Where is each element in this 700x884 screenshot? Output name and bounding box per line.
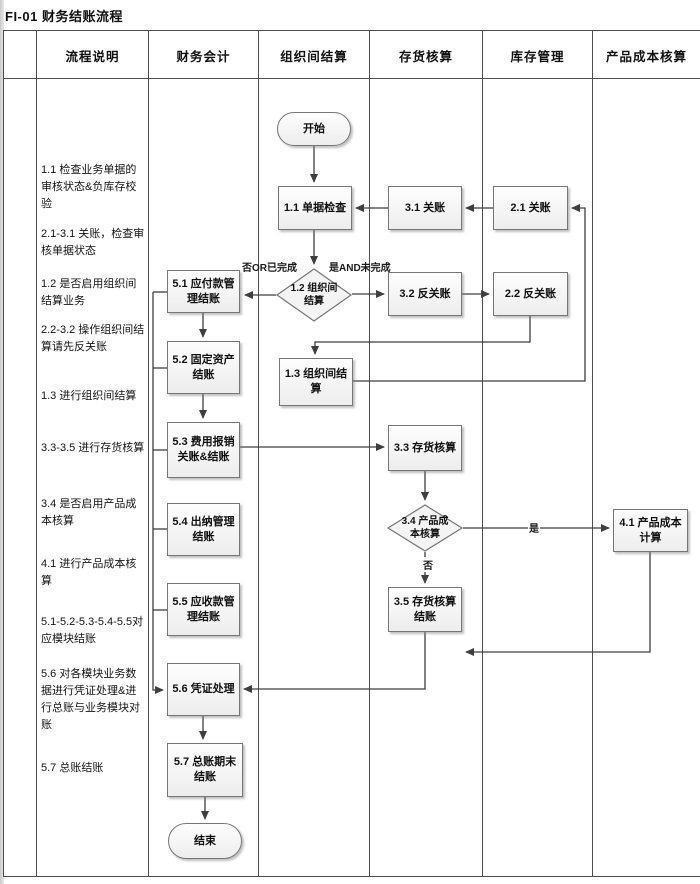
edge-label-no-or-done: 否OR已完成 [242,263,297,274]
process-description-item: 5.7 总账结账 [41,762,104,774]
edge-label-yes: 是 [528,520,540,535]
process-description-item: 3.3-3.5 进行存货核算 [41,442,145,454]
lane-border-6 [592,30,594,877]
table-bottom-border [3,876,700,878]
node-5-3-expense-close: 5.3 费用报销关账&结账 [167,422,240,478]
edge-label-yes-and-not-done: 是AND未完成 [329,263,391,274]
page-title: FI-01 财务结账流程 [5,9,123,24]
table-top-border [3,30,700,32]
node-3-2-reopen-books: 3.2 反关账 [388,272,462,316]
node-end: 结束 [168,823,242,859]
header-bottom-border [3,78,700,80]
node-5-6-voucher-processing: 5.6 凭证处理 [167,663,240,716]
process-description-item: 2.1-3.1 关账，检查审核单据状态 [41,228,145,257]
node-5-7-general-ledger-close: 5.7 总账期末结账 [167,743,243,797]
lane-header-inventory-accounting: 存货核算 [398,49,453,64]
process-description-item: 2.2-3.2 操作组织间结算请先反关账 [41,324,145,353]
decision-3-4-product-cost-accounting: 3.4 产品成本核算 [386,504,464,552]
lane-header-inter-org-settlement: 组织间结算 [280,49,348,64]
lane-header-inventory-management: 库存管理 [510,49,565,64]
process-description-item: 5.1-5.2-5.3-5.4-5.5对应模块结账 [41,616,144,645]
edge-label-no: 否 [422,557,434,572]
node-2-2-reopen-books: 2.2 反关账 [493,272,568,316]
process-description-item: 1.1 检查业务单据的审核状态&负库存校验 [41,164,137,210]
process-description-item: 5.6 对各模块业务数据进行凭证处理&进行总账与业务模块对账 [41,668,140,731]
lane-header-product-cost-accounting: 产品成本核算 [605,49,687,64]
diamond-shape [275,268,353,322]
lane-header-financial-accounting: 财务会计 [176,49,231,64]
diamond-shape [386,504,464,552]
page-left-edge [0,0,4,884]
decision-1-2-inter-org-settlement: 1.2 组织间结算 [275,268,353,322]
process-description-item: 3.4 是否启用产品成本核算 [41,498,137,527]
lane-border-3 [258,30,260,877]
lane-header-process-description: 流程说明 [65,49,120,64]
node-4-1-product-cost-calc: 4.1 产品成本计算 [613,509,688,552]
node-1-1-document-check: 1.1 单据检查 [278,186,352,230]
lane-border-4 [369,30,371,877]
node-3-1-close-books: 3.1 关账 [388,186,462,230]
node-3-5-inventory-close: 3.5 存货核算结账 [388,587,462,632]
lane-border-1 [36,30,38,877]
table-left-border [3,30,5,877]
node-2-1-close-books: 2.1 关账 [493,186,568,230]
node-5-1-accounts-payable-close: 5.1 应付款管理结账 [167,270,240,313]
node-3-3-inventory-accounting: 3.3 存货核算 [388,425,462,471]
node-start: 开始 [277,112,351,146]
node-5-4-cashier-close: 5.4 出纳管理结账 [167,503,240,556]
process-description-item: 1.2 是否启用组织间结算业务 [41,278,137,307]
node-1-3-inter-org-settlement: 1.3 组织间结算 [279,358,353,406]
node-5-2-fixed-assets-close: 5.2 固定资产结账 [167,341,240,394]
lane-border-5 [482,30,484,877]
node-5-5-accounts-receivable-close: 5.5 应收款管理结账 [167,583,240,636]
lane-border-2 [148,30,150,877]
process-description-item: 4.1 进行产品成本核算 [41,558,137,587]
process-description-item: 1.3 进行组织间结算 [41,390,137,402]
